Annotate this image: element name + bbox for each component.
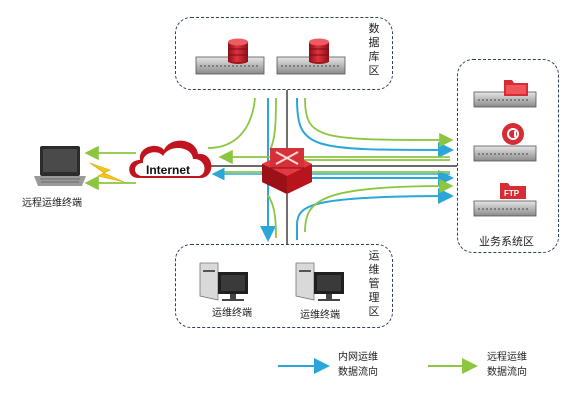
business-server-ftp — [473, 200, 537, 217]
svg-text:FTP: FTP — [504, 189, 520, 198]
internet-cloud-icon — [129, 140, 212, 178]
database-zone-label: 数据 库区 — [368, 22, 380, 77]
ops-management-zone — [175, 244, 393, 328]
mail-icon — [502, 123, 524, 145]
database-server-1 — [195, 38, 265, 75]
database-zone — [175, 17, 393, 90]
lightning-icon — [89, 162, 125, 183]
laptop-icon — [34, 146, 86, 186]
business-server-mail — [473, 145, 537, 162]
ops-terminal-1-icon — [199, 262, 248, 301]
legend-remote-label: 远程运维数据流向 — [487, 352, 527, 378]
folder-icon — [504, 80, 528, 96]
security-gateway-icon — [262, 148, 312, 194]
business-system-zone — [457, 59, 559, 253]
remote-flow-lines — [84, 97, 454, 239]
ops-terminal-2-label: 运维终端 — [300, 310, 340, 321]
database-server-2 — [276, 38, 346, 75]
remote-terminal-label: 远程运维终端 — [22, 198, 82, 209]
ftp-icon: FTP — [500, 183, 526, 199]
ops-terminal-1-label: 运维终端 — [212, 308, 252, 319]
internet-label: Internet — [146, 163, 191, 177]
ops-zone-label: 运维 管理 区 — [368, 249, 380, 318]
ops-terminal-2-icon — [295, 262, 344, 301]
legend-internal-label: 内网运维数据流向 — [338, 352, 378, 378]
business-zone-label: 业务系统区 — [479, 235, 534, 248]
